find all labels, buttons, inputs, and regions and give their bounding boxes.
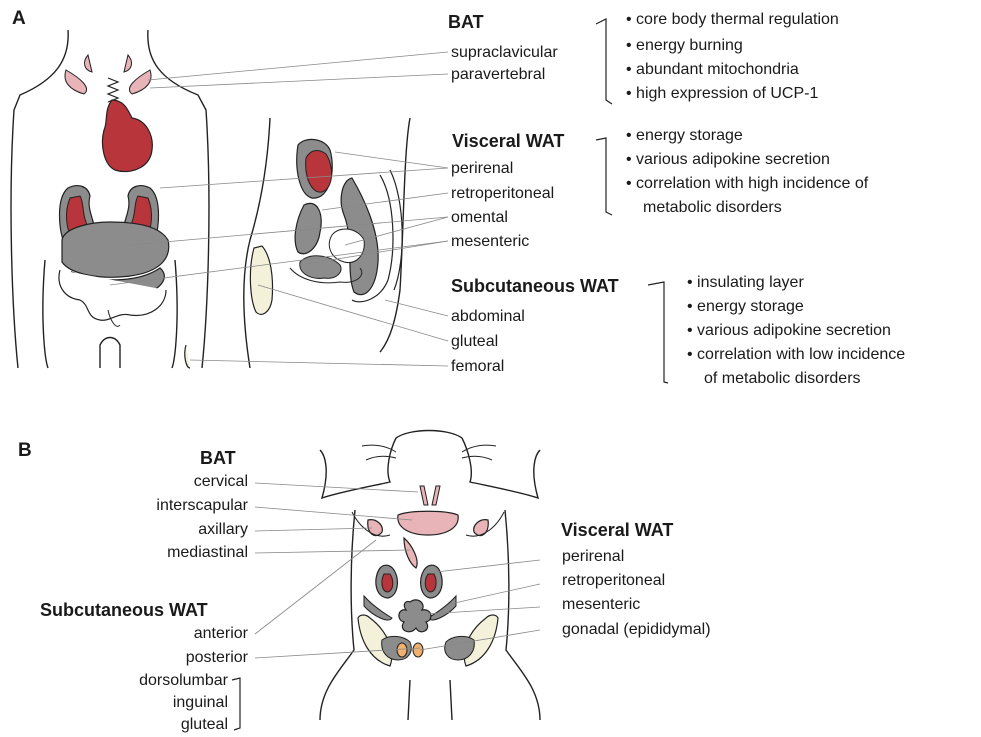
human-subq-feature: • correlation with low incidence bbox=[687, 346, 905, 364]
mouse-visceral-site-gonadal: gonadal (epididymal) bbox=[562, 621, 711, 639]
panel-label-b: B bbox=[18, 440, 32, 462]
human-subcutaneous-title: Subcutaneous WAT bbox=[451, 276, 619, 296]
human-visceral-site-omental: omental bbox=[451, 209, 508, 227]
mediastinal-bat bbox=[404, 538, 417, 568]
mouse-subq-site-posterior: posterior bbox=[110, 649, 248, 667]
mouse-leader-lines bbox=[255, 483, 540, 658]
human-subq-site-gluteal: gluteal bbox=[451, 333, 498, 351]
human-visceral-feature: • various adipokine secretion bbox=[626, 151, 830, 169]
mouse-visceral-site-retroperitoneal: retroperitoneal bbox=[562, 572, 665, 590]
mouse-subq-site-dorsolumbar: dorsolumbar bbox=[90, 672, 228, 690]
panel-label-a: A bbox=[12, 8, 26, 30]
human-visceral-feature: • correlation with high incidence of bbox=[626, 175, 868, 193]
human-visceral-site-retroperitoneal: retroperitoneal bbox=[451, 185, 554, 203]
human-subq-feature: • insulating layer bbox=[687, 274, 804, 292]
mouse-subcutaneous-title: Subcutaneous WAT bbox=[40, 600, 208, 620]
mouse-bat-site-axillary: axillary bbox=[110, 521, 248, 539]
human-visceral-feature: • energy storage bbox=[626, 127, 743, 145]
interscapular-bat bbox=[398, 511, 458, 535]
human-visceral-feature-cont: metabolic disorders bbox=[643, 199, 782, 217]
human-visceral-site-mesenteric: mesenteric bbox=[451, 233, 529, 251]
omental-wat bbox=[62, 222, 169, 277]
mouse-bat-site-cervical: cervical bbox=[110, 473, 248, 491]
mouse-subq-site-inguinal: inguinal bbox=[90, 694, 228, 712]
human-side-body bbox=[244, 118, 410, 368]
human-neck bbox=[65, 55, 151, 102]
human-subq-feature-cont: of metabolic disorders bbox=[704, 370, 861, 388]
human-subq-feature: • energy storage bbox=[687, 298, 804, 316]
human-leader-lines bbox=[110, 52, 448, 366]
human-bat-feature: • abundant mitochondria bbox=[626, 61, 799, 79]
human-bat-site-supraclavicular: supraclavicular bbox=[451, 44, 558, 62]
human-bat-feature: • energy burning bbox=[626, 37, 743, 55]
mesenteric-wat bbox=[399, 600, 431, 632]
mouse-visceral-title: Visceral WAT bbox=[561, 520, 673, 540]
human-visceral-title: Visceral WAT bbox=[452, 131, 564, 151]
supraclavicular-bat bbox=[65, 70, 87, 94]
mouse-visceral-site-perirenal: perirenal bbox=[562, 548, 624, 566]
human-subq-feature: • various adipokine secretion bbox=[687, 322, 891, 340]
human-bat-site-paravertebral: paravertebral bbox=[451, 66, 545, 84]
gluteal-wat bbox=[250, 246, 272, 314]
mouse-bracket bbox=[232, 678, 240, 730]
human-bat-feature: • core body thermal regulation bbox=[626, 11, 839, 29]
human-visceral-site-perirenal: perirenal bbox=[451, 160, 513, 178]
mouse-bat-site-mediastinal: mediastinal bbox=[110, 544, 248, 562]
human-subq-site-abdominal: abdominal bbox=[451, 308, 525, 326]
human-heart-bat bbox=[102, 100, 152, 172]
mouse-subq-site-anterior: anterior bbox=[110, 625, 248, 643]
human-bat-feature: • high expression of UCP-1 bbox=[626, 85, 818, 103]
mouse-bat-title: BAT bbox=[200, 448, 248, 468]
mouse-visceral-site-mesenteric: mesenteric bbox=[562, 596, 640, 614]
human-bat-title: BAT bbox=[448, 12, 484, 32]
mouse-bat-site-interscapular: interscapular bbox=[110, 497, 248, 515]
human-subq-site-femoral: femoral bbox=[451, 358, 504, 376]
mouse-subq-site-gluteal: gluteal bbox=[90, 716, 228, 734]
paravertebral-bat bbox=[108, 78, 118, 102]
mouse-whiskers bbox=[362, 445, 496, 460]
